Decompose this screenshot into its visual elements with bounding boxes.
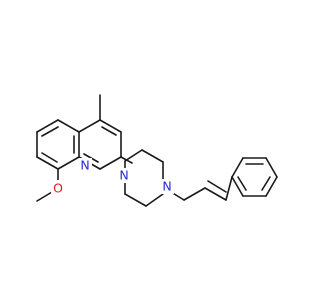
bond bbox=[78, 119, 101, 133]
quinoline-nitrogen-label: N bbox=[80, 158, 89, 173]
double-bond-inner bbox=[261, 176, 271, 191]
double-bond-inner bbox=[41, 126, 59, 137]
styryl-bond bbox=[225, 176, 233, 201]
label-background bbox=[160, 179, 174, 194]
double-bond-inner bbox=[101, 126, 117, 136]
alkene-double-bond-inner bbox=[207, 180, 227, 193]
label-background bbox=[51, 180, 65, 195]
atom-labels: N N N O bbox=[51, 158, 174, 196]
bond bbox=[99, 156, 122, 170]
bond bbox=[99, 119, 122, 133]
bond bbox=[141, 149, 164, 163]
alkene-double-bond bbox=[204, 187, 227, 201]
bond bbox=[36, 156, 59, 170]
bond bbox=[265, 176, 278, 197]
allyl-bond bbox=[183, 187, 206, 201]
methoxy-oxygen-label: O bbox=[53, 181, 63, 196]
bond bbox=[36, 119, 59, 133]
bond bbox=[145, 193, 164, 207]
molecule-structure: N N N O bbox=[36, 94, 278, 207]
label-background bbox=[79, 158, 92, 173]
phenyl-ring bbox=[231, 157, 278, 197]
bond bbox=[231, 157, 244, 178]
bond bbox=[124, 149, 143, 162]
bond bbox=[265, 157, 278, 178]
methoxy-methyl-bond bbox=[36, 191, 53, 202]
double-bond-inner bbox=[41, 152, 58, 163]
label-background bbox=[117, 168, 131, 183]
bond bbox=[57, 119, 80, 133]
bond bbox=[124, 193, 147, 207]
bond bbox=[57, 156, 80, 170]
piperazine-nitrogen-left-label: N bbox=[119, 168, 128, 183]
quinoline-benzo-ring bbox=[36, 119, 80, 170]
bond bbox=[231, 176, 244, 197]
piperazine-nitrogen-right-label: N bbox=[162, 179, 171, 194]
double-bond-inner bbox=[237, 176, 247, 191]
